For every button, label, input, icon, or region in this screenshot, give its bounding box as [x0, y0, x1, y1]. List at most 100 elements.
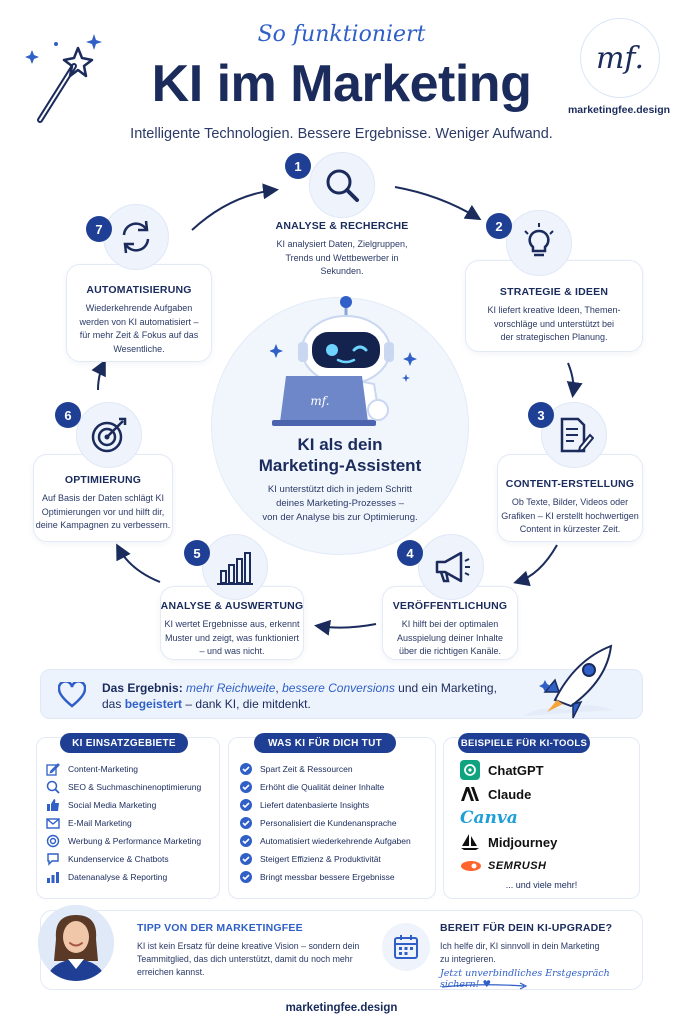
cta-text-line: Ich helfe dir, KI sinnvoll in dein Marke…: [440, 941, 600, 951]
list-item-label: Content-Marketing: [68, 764, 138, 774]
arrow-2-to-3: [566, 362, 583, 398]
page-subtitle: Intelligente Technologien. Bessere Ergeb…: [130, 126, 553, 142]
result-highlight-conversions: bessere Conversions: [282, 681, 395, 695]
lightbulb-icon: [524, 223, 554, 257]
brand-logo[interactable]: mf.: [580, 18, 660, 98]
list-item: Personalisiert die Kundenansprache: [240, 814, 436, 832]
cta-booking-link[interactable]: Jetzt unverbindliches Erstgespräch siche…: [440, 968, 610, 990]
header-script-title: So funktioniert: [257, 22, 426, 47]
center-title-line: KI als dein: [297, 435, 383, 454]
step-6-text: Auf Basis der Daten schlägt KI Optimieru…: [33, 492, 173, 533]
result-text: Das Ergebnis: mehr Reichweite, bessere C…: [102, 680, 522, 712]
list-item-label: Personalisiert die Kundenansprache: [260, 818, 397, 828]
tool-label: Canva: [460, 808, 518, 828]
tip-text-line: KI ist kein Ersatz für deine kreative Vi…: [137, 941, 360, 951]
benefits-title: WAS KI FÜR DICH TUT: [254, 733, 396, 753]
list-item: Liefert datenbasierte Insights: [240, 796, 436, 814]
semrush-flame-icon: [461, 861, 481, 871]
step-text-line: KI hilft bei der optimalen: [401, 619, 499, 629]
step-text-line: vorschläge und unterstützt bei: [493, 318, 615, 329]
step-6-content: OPTIMIERUNG Auf Basis der Daten schlägt …: [33, 474, 173, 533]
list-item-label: Werbung & Performance Marketing: [68, 836, 202, 846]
step-3-box: [497, 454, 643, 542]
step-text-line: Wesentliche.: [113, 343, 165, 354]
list-item: Werbung & Performance Marketing: [46, 832, 218, 850]
step-text-line: Optimierungen vor und hilft dir,: [41, 506, 165, 517]
tool-claude[interactable]: Claude: [460, 782, 630, 806]
list-item-label: Kundenservice & Chatbots: [68, 854, 169, 864]
step-text-line: – und was nicht.: [199, 646, 265, 656]
step-1-title: ANALYSE & RECHERCHE: [275, 220, 409, 232]
step-text-line: Grafiken – KI erstellt hochwertigen: [501, 510, 639, 521]
tool-chatgpt[interactable]: ChatGPT: [460, 758, 630, 782]
thumbs-up-icon: [47, 799, 59, 811]
step-6-box: [33, 454, 173, 542]
step-text-line: über die richtigen Kanäle.: [398, 646, 502, 656]
step-7-title: AUTOMATISIERUNG: [86, 284, 192, 296]
tool-semrush[interactable]: SEMRUSH: [460, 854, 630, 878]
use-cases-title: KI EINSATZGEBIETE: [60, 733, 188, 753]
result-highlight-reach: mehr Reichweite: [186, 681, 276, 695]
step-7-box: [66, 264, 212, 362]
step-text-line: deine Kampagnen zu verbessern.: [35, 520, 171, 530]
result-line-2: das begeistert – dank KI, die mitdenkt.: [102, 696, 522, 712]
use-cases-panel: [36, 737, 220, 899]
step-2-icon-circle: [506, 210, 572, 276]
step-5-number: 5: [184, 540, 210, 566]
brand-url[interactable]: marketingfee.design: [567, 104, 671, 116]
check-circle-icon: [240, 871, 252, 883]
step-2-content: STRATEGIE & IDEEN KI liefert kreative Id…: [465, 286, 643, 345]
step-3-text: Ob Texte, Bilder, Videos oder Grafiken –…: [497, 496, 643, 537]
refresh-cycle-icon: [122, 220, 150, 254]
tip-text: KI ist kein Ersatz für deine kreative Vi…: [137, 940, 367, 979]
step-text-line: Sekunden.: [320, 266, 364, 276]
tools-panel: [443, 737, 640, 899]
step-text-line: für mehr Zeit & Fokus auf das: [79, 330, 199, 340]
step-1-text: KI analysiert Daten, Zielgruppen, Trends…: [255, 238, 429, 279]
step-4-text: KI hilft bei der optimalen Ausspielung d…: [382, 618, 518, 659]
step-1-icon-circle: [309, 152, 375, 218]
arrow-7-to-1: [191, 183, 279, 231]
result-highlight-inspires: begeistert: [124, 697, 183, 711]
step-text-line: KI liefert kreative Ideen, Themen-: [487, 305, 621, 315]
page-title: KI im Marketing: [151, 55, 532, 113]
result-line2-start: das: [102, 697, 125, 711]
tip-cta-panel: [40, 910, 643, 990]
step-1-content: ANALYSE & RECHERCHE KI analysiert Daten,…: [255, 220, 429, 279]
step-7-number: 7: [86, 216, 112, 242]
avatar: [38, 905, 114, 981]
list-item: Automatisiert wiederkehrende Aufgaben: [240, 832, 436, 850]
arrow-6-to-7: [91, 359, 106, 391]
step-6-icon-circle: [76, 402, 142, 468]
brand-logo-text: mf.: [595, 40, 645, 76]
tools-title: BEISPIELE FÜR KI-TOOLS: [458, 733, 590, 753]
list-item-label: SEO & Suchmaschinenoptimierung: [68, 782, 202, 792]
tool-midjourney[interactable]: Midjourney: [460, 830, 630, 854]
check-circle-icon: [240, 781, 252, 793]
tool-label: SEMRUSH: [488, 860, 547, 872]
step-text-line: Content in kürzester Zeit.: [519, 524, 621, 534]
step-2-title: STRATEGIE & IDEEN: [499, 286, 609, 298]
megaphone-icon: [435, 551, 470, 583]
list-item-label: Social Media Marketing: [68, 800, 157, 810]
tool-canva[interactable]: Canva: [460, 806, 630, 830]
step-text-line: Trends und Wettbewerber in: [285, 252, 399, 263]
step-5-text: KI wertet Ergebnisse aus, erkennt Muster…: [160, 618, 304, 659]
list-item: Steigert Effizienz & Produktivität: [240, 850, 436, 868]
target-icon: [91, 417, 127, 453]
center-text-line: von der Analyse bis zur Optimierung.: [262, 512, 418, 523]
magic-wand-icon: [25, 34, 102, 123]
step-text-line: Ausspielung deiner Inhalte: [396, 632, 504, 643]
list-item: Erhöht die Qualität deiner Inhalte: [240, 778, 436, 796]
check-circle-icon: [240, 763, 252, 775]
step-text-line: der strategischen Planung.: [500, 332, 608, 342]
chat-icon: [47, 853, 59, 866]
step-text-line: Auf Basis der Daten schlägt KI: [41, 493, 165, 503]
list-item-label: Erhöht die Qualität deiner Inhalte: [260, 782, 385, 792]
center-text-line: KI unterstützt dich in jedem Schritt: [267, 484, 413, 495]
footer-url[interactable]: marketingfee.design: [285, 1002, 398, 1014]
arrow-4-to-5: [314, 619, 377, 636]
step-4-number: 4: [397, 540, 423, 566]
center-text-line: deines Marketing-Prozesses –: [276, 498, 404, 509]
list-item-label: Spart Zeit & Ressourcen: [260, 764, 353, 774]
